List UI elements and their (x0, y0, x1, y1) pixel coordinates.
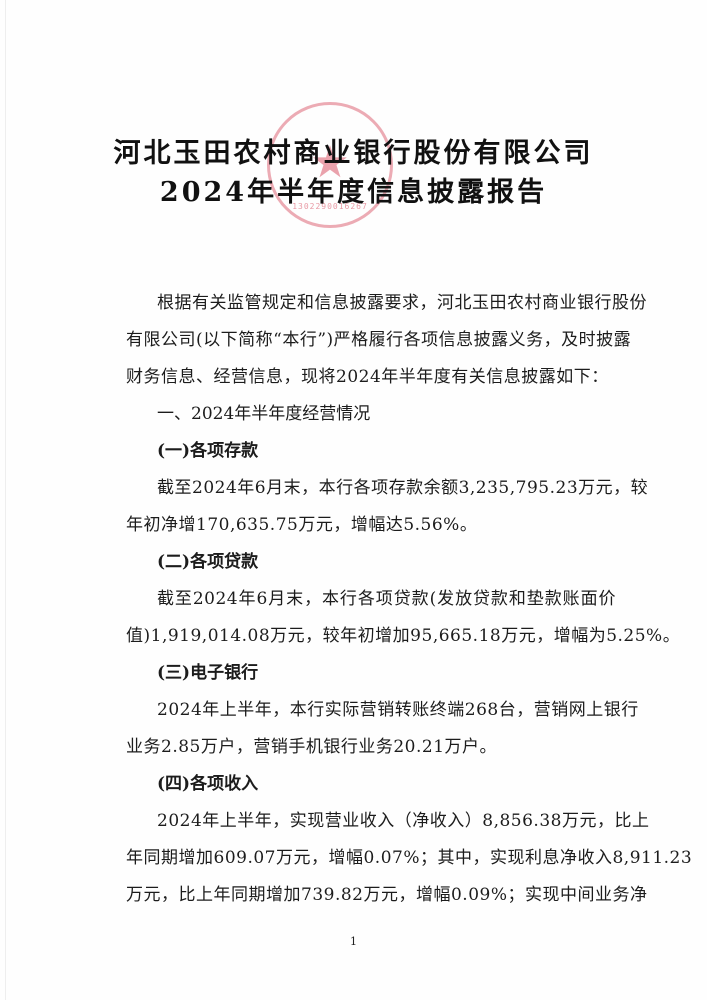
page-number: 1 (350, 935, 357, 948)
seal-star-icon: ★ (310, 136, 350, 188)
deposits-line-1: 截至2024年6月末，本行各项存款余额3,235,795.23万元，较 (157, 478, 649, 498)
ebanking-line-2: 业务2.85万户，营销手机银行业务20.21万户。 (126, 737, 498, 757)
subsection-income-heading: (四)各项收入 (157, 774, 259, 794)
intro-line-1: 根据有关监管规定和信息披露要求，河北玉田农村商业银行股份 (157, 293, 647, 313)
income-line-2: 年同期增加609.07万元，增幅0.07%；其中，实现利息净收入8,911.23 (126, 848, 693, 868)
loans-line-1: 截至2024年6月末，本行各项贷款(发放贷款和垫款账面价 (157, 589, 616, 609)
intro-line-3: 财务信息、经营信息，现将2024年半年度有关信息披露如下： (126, 367, 609, 387)
scan-edge-line (5, 0, 6, 1000)
document-title-line-2: 2024年半年度信息披露报告 (159, 177, 548, 208)
loans-line-2: 值)1,919,014.08万元，较年初增加95,665.18万元，增幅为5.2… (126, 626, 681, 646)
official-seal: ★ 1302290016267 (267, 102, 393, 228)
section-heading: 一、2024年半年度经营情况 (157, 404, 371, 424)
seal-number: 1302290016267 (292, 202, 368, 211)
intro-line-2: 有限公司(以下简称“本行”)严格履行各项信息披露义务，及时披露 (126, 330, 632, 350)
document-title-line-1: 河北玉田农村商业银行股份有限公司 (113, 138, 594, 169)
subsection-loans-heading: (二)各项贷款 (157, 552, 259, 572)
deposits-line-2: 年初净增170,635.75万元，增幅达5.56%。 (126, 515, 478, 535)
income-line-3: 万元，比上年同期增加739.82万元，增幅0.09%；实现中间业务净 (126, 885, 648, 905)
subsection-deposits-heading: (一)各项存款 (157, 441, 259, 461)
ebanking-line-1: 2024年上半年，本行实际营销转账终端268台，营销网上银行 (157, 700, 639, 720)
income-line-1: 2024年上半年，实现营业收入（净收入）8,856.38万元，比上 (157, 811, 650, 831)
subsection-ebanking-heading: (三)电子银行 (157, 663, 259, 683)
